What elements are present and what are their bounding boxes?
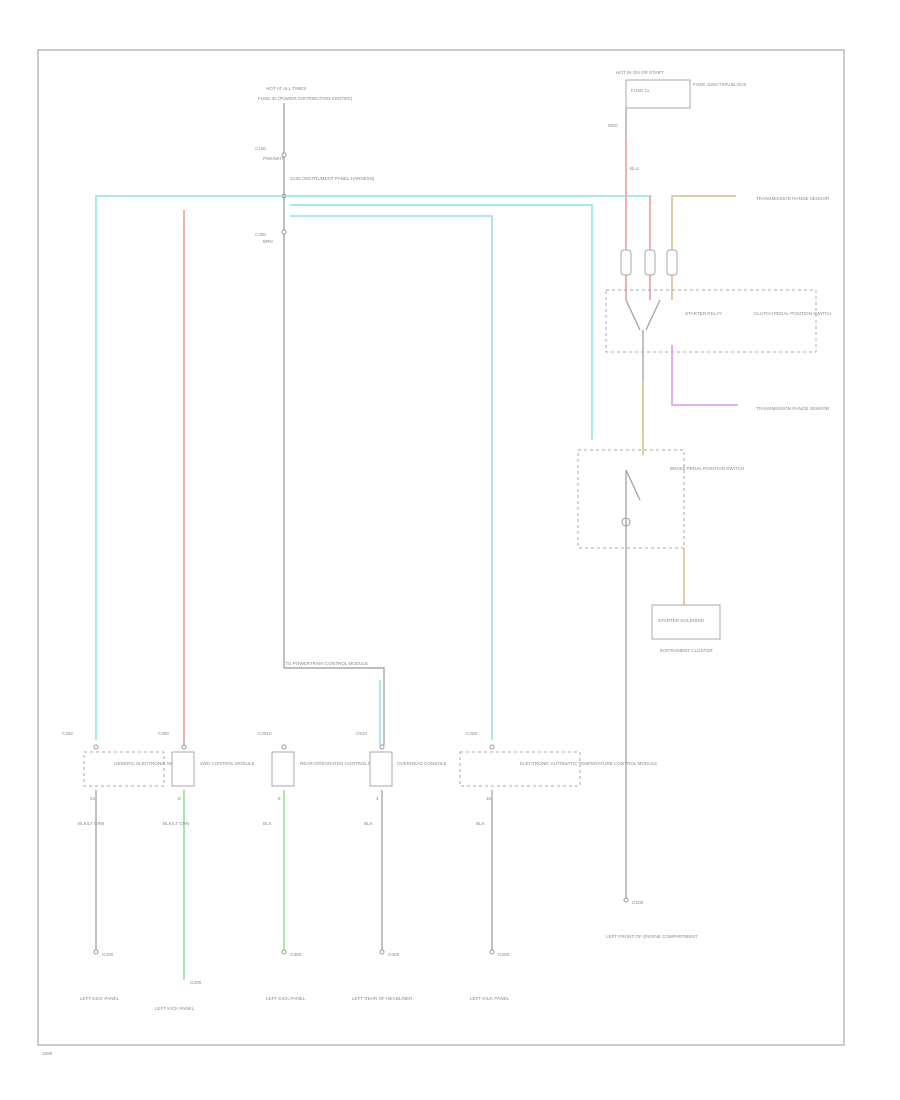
- wire-lt-blue-left: [95, 195, 284, 740]
- module-2-box: [171, 751, 195, 787]
- module-1-pin: 22: [90, 796, 96, 801]
- module-1-ground: G200: [102, 952, 114, 957]
- module-3-name: REAR INTEGRATED CONTROL MODULE: [300, 761, 388, 766]
- module-4-ground-note: LEFT REAR OF HEADLINER: [352, 996, 413, 1001]
- module-4wd-control: C290 4WD CONTROL MODULE 8 BLK/LT GRN G20…: [155, 731, 255, 1011]
- solenoid-label: STARTER SOLENOID: [658, 618, 705, 623]
- violet-ref-label: TRANSMISSION RANGE SENSOR: [756, 406, 830, 411]
- module-1-name: GENERIC ELECTRONIC MODULE: [114, 761, 187, 766]
- solenoid-box: [651, 604, 721, 640]
- module-5-wire: BLK: [476, 821, 486, 826]
- brake-switch-box: [577, 449, 685, 549]
- right-ground-note: LEFT FRONT OF ENGINE COMPARTMENT: [606, 934, 698, 939]
- module-4-box: [369, 751, 393, 787]
- center-source-label: HOT AT ALL TIMES: [266, 86, 306, 91]
- right-feed: HOT IN ON OR START FUSE 11 FUSE JUNCTION…: [577, 70, 831, 939]
- module-1-conn: C282: [62, 731, 73, 736]
- wire-pcm-bus: [284, 667, 385, 745]
- module-1-ground-note: LEFT KICK PANEL: [80, 996, 120, 1001]
- center-wire-bottom-label: BRN: [263, 239, 273, 244]
- module-2-wire: BLK/LT GRN: [163, 821, 189, 826]
- module-1-wire: BLK/LT GRN: [78, 821, 104, 826]
- right-wire2-label: BLU: [630, 166, 639, 171]
- center-conn-bottom-label: C200: [255, 232, 266, 237]
- relay-sw-label: CLUTCH PEDAL POSITION SWITCH: [754, 311, 831, 316]
- center-wire-top-label: PNK/WHT: [263, 156, 284, 161]
- module-rear-integrated: C2010 REAR INTEGRATED CONTROL MODULE 6 B…: [258, 731, 388, 1001]
- pcm-bus-label: TO POWERTRAIN CONTROL MODULE: [285, 661, 368, 666]
- module-5-ground-note: LEFT KICK PANEL: [470, 996, 510, 1001]
- module-overhead-console: C910 OVERHEAD CONSOLE 4 BLK G400 LEFT RE…: [352, 731, 447, 1001]
- module-2-name: 4WD CONTROL MODULE: [200, 761, 255, 766]
- right-ground-id: G100: [632, 900, 644, 905]
- module-4-name: OVERHEAD CONSOLE: [397, 761, 447, 766]
- module-3-pin: 6: [278, 796, 281, 801]
- center-splice-label: S135 (INSTRUMENT PANEL HARNESS): [290, 176, 375, 181]
- module-1-box: [83, 751, 165, 787]
- module-2-pin: 8: [178, 796, 181, 801]
- module-eatc: C228 ELECTRONIC AUTOMATIC TEMPERATURE CO…: [459, 731, 657, 1001]
- module-4-ground: G400: [388, 952, 400, 957]
- module-3-conn: C2010: [258, 731, 272, 736]
- module-5-box: [459, 751, 581, 787]
- right-ground-node: [623, 897, 629, 903]
- module-5-pin: 16: [486, 796, 492, 801]
- center-connector-bottom: [281, 229, 287, 235]
- module-3-box: [271, 751, 295, 787]
- center-connector-top: [281, 152, 287, 158]
- fuse-box-label: FUSE JUNCTION BLOCK: [693, 82, 748, 87]
- module-3-ground: G300: [290, 952, 302, 957]
- module-3-ground-note: LEFT KICK PANEL: [266, 996, 306, 1001]
- relay-box: [605, 289, 817, 353]
- wire-lt-blue-to-brake: [290, 204, 593, 440]
- relay-label: STARTER RELAY: [685, 311, 722, 316]
- module-4-pin: 4: [376, 796, 379, 801]
- center-feed: HOT AT ALL TIMES FUSE 30 (POWER DISTRIBU…: [255, 86, 375, 668]
- module-5-ground: G200: [498, 952, 510, 957]
- right-source-label: HOT IN ON OR START: [616, 70, 664, 75]
- module-4-conn: C910: [356, 731, 367, 736]
- tan-ref-label: TRANSMISSION RANGE SENSOR: [756, 196, 830, 201]
- diagram-frame: [37, 49, 845, 1046]
- module-2-ground-note: LEFT KICK PANEL: [155, 1006, 195, 1011]
- page-label: 1999: [42, 1051, 53, 1056]
- fuse-junction-box: [625, 79, 691, 109]
- center-fuse-label: FUSE 30 (POWER DISTRIBUTION CENTER): [258, 96, 353, 101]
- module-2-ground: G200: [190, 980, 202, 985]
- module-2-conn: C290: [158, 731, 169, 736]
- brake-switch-label: BRAKE PEDAL POSITION SWITCH: [670, 466, 744, 471]
- module-5-name: ELECTRONIC AUTOMATIC TEMPERATURE CONTROL…: [520, 761, 657, 766]
- module-4-wire: BLK: [364, 821, 374, 826]
- module-generic-electronic: C282 GENERIC ELECTRONIC MODULE 22 BLK/LT…: [62, 731, 187, 1001]
- solenoid-note: INSTRUMENT CLUSTER: [660, 648, 713, 653]
- center-conn-top-label: C100: [255, 146, 266, 151]
- wire-lt-blue-to-eatc: [290, 215, 493, 740]
- module-5-conn: C228: [466, 731, 477, 736]
- wire-tan-ref: [671, 195, 736, 300]
- module-3-wire: BLK: [263, 821, 273, 826]
- right-wire-label: RED: [608, 123, 618, 128]
- fuse-11-label: FUSE 11: [631, 88, 650, 93]
- wire-violet-ref: [671, 345, 738, 406]
